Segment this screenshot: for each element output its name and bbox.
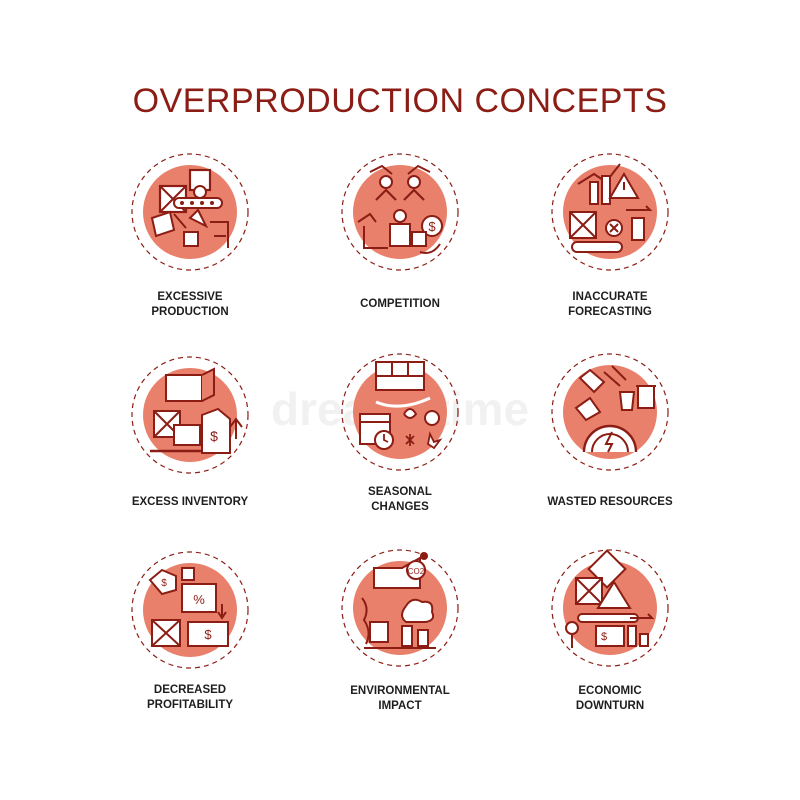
concept-card-decreased-profitability: $ % $ DECREASED PROFITABILITY bbox=[90, 550, 290, 750]
svg-text:$: $ bbox=[161, 578, 167, 589]
inaccurate-forecasting-icon bbox=[551, 153, 669, 271]
concept-card-environmental-impact: CO2 ENVIRONMENTAL IMPACT bbox=[300, 548, 500, 748]
svg-text:$: $ bbox=[428, 219, 436, 234]
icon-label: EXCESS INVENTORY bbox=[131, 496, 249, 508]
economic-downturn-icon: $ bbox=[551, 549, 669, 667]
svg-text:CO2: CO2 bbox=[408, 567, 425, 576]
concept-card-economic-downturn: $ ECONOMIC DOWNTURN bbox=[510, 548, 710, 748]
excess-inventory-icon: $ bbox=[131, 356, 249, 474]
wasted-resources-icon bbox=[551, 353, 669, 471]
concept-card-excess-inventory: $ EXCESS INVENTORY bbox=[90, 355, 290, 555]
icon-label: DECREASED PROFITABILITY bbox=[146, 684, 234, 711]
concept-card-inaccurate-forecasting: INACCURATE FORECASTING bbox=[510, 152, 710, 352]
page-title: OVERPRODUCTION CONCEPTS bbox=[132, 82, 668, 120]
competition-icon: $ bbox=[341, 153, 459, 271]
seasonal-changes-icon bbox=[341, 353, 459, 471]
icon-label: ECONOMIC DOWNTURN bbox=[575, 685, 645, 712]
environmental-impact-icon: CO2 bbox=[341, 549, 459, 667]
concept-card-seasonal-changes: SEASONAL CHANGES bbox=[300, 352, 500, 552]
concept-card-competition: $ COMPETITION bbox=[300, 152, 500, 352]
svg-text:$: $ bbox=[204, 627, 212, 642]
icon-label: WASTED RESOURCES bbox=[547, 496, 673, 508]
decreased-profitability-icon: $ % $ bbox=[131, 551, 249, 669]
concept-card-wasted-resources: WASTED RESOURCES bbox=[510, 352, 710, 552]
icon-label: COMPETITION bbox=[360, 298, 440, 310]
icon-label: ENVIRONMENTAL IMPACT bbox=[350, 685, 450, 712]
svg-text:$: $ bbox=[601, 631, 607, 643]
concept-card-excessive-production: EXCESSIVE PRODUCTION bbox=[90, 152, 290, 352]
svg-text:$: $ bbox=[210, 428, 218, 444]
icon-label: EXCESSIVE PRODUCTION bbox=[151, 291, 229, 318]
excessive-production-icon bbox=[131, 153, 249, 271]
icon-label: INACCURATE FORECASTING bbox=[568, 291, 652, 318]
svg-text:%: % bbox=[193, 592, 205, 607]
icon-label: SEASONAL CHANGES bbox=[368, 486, 432, 513]
